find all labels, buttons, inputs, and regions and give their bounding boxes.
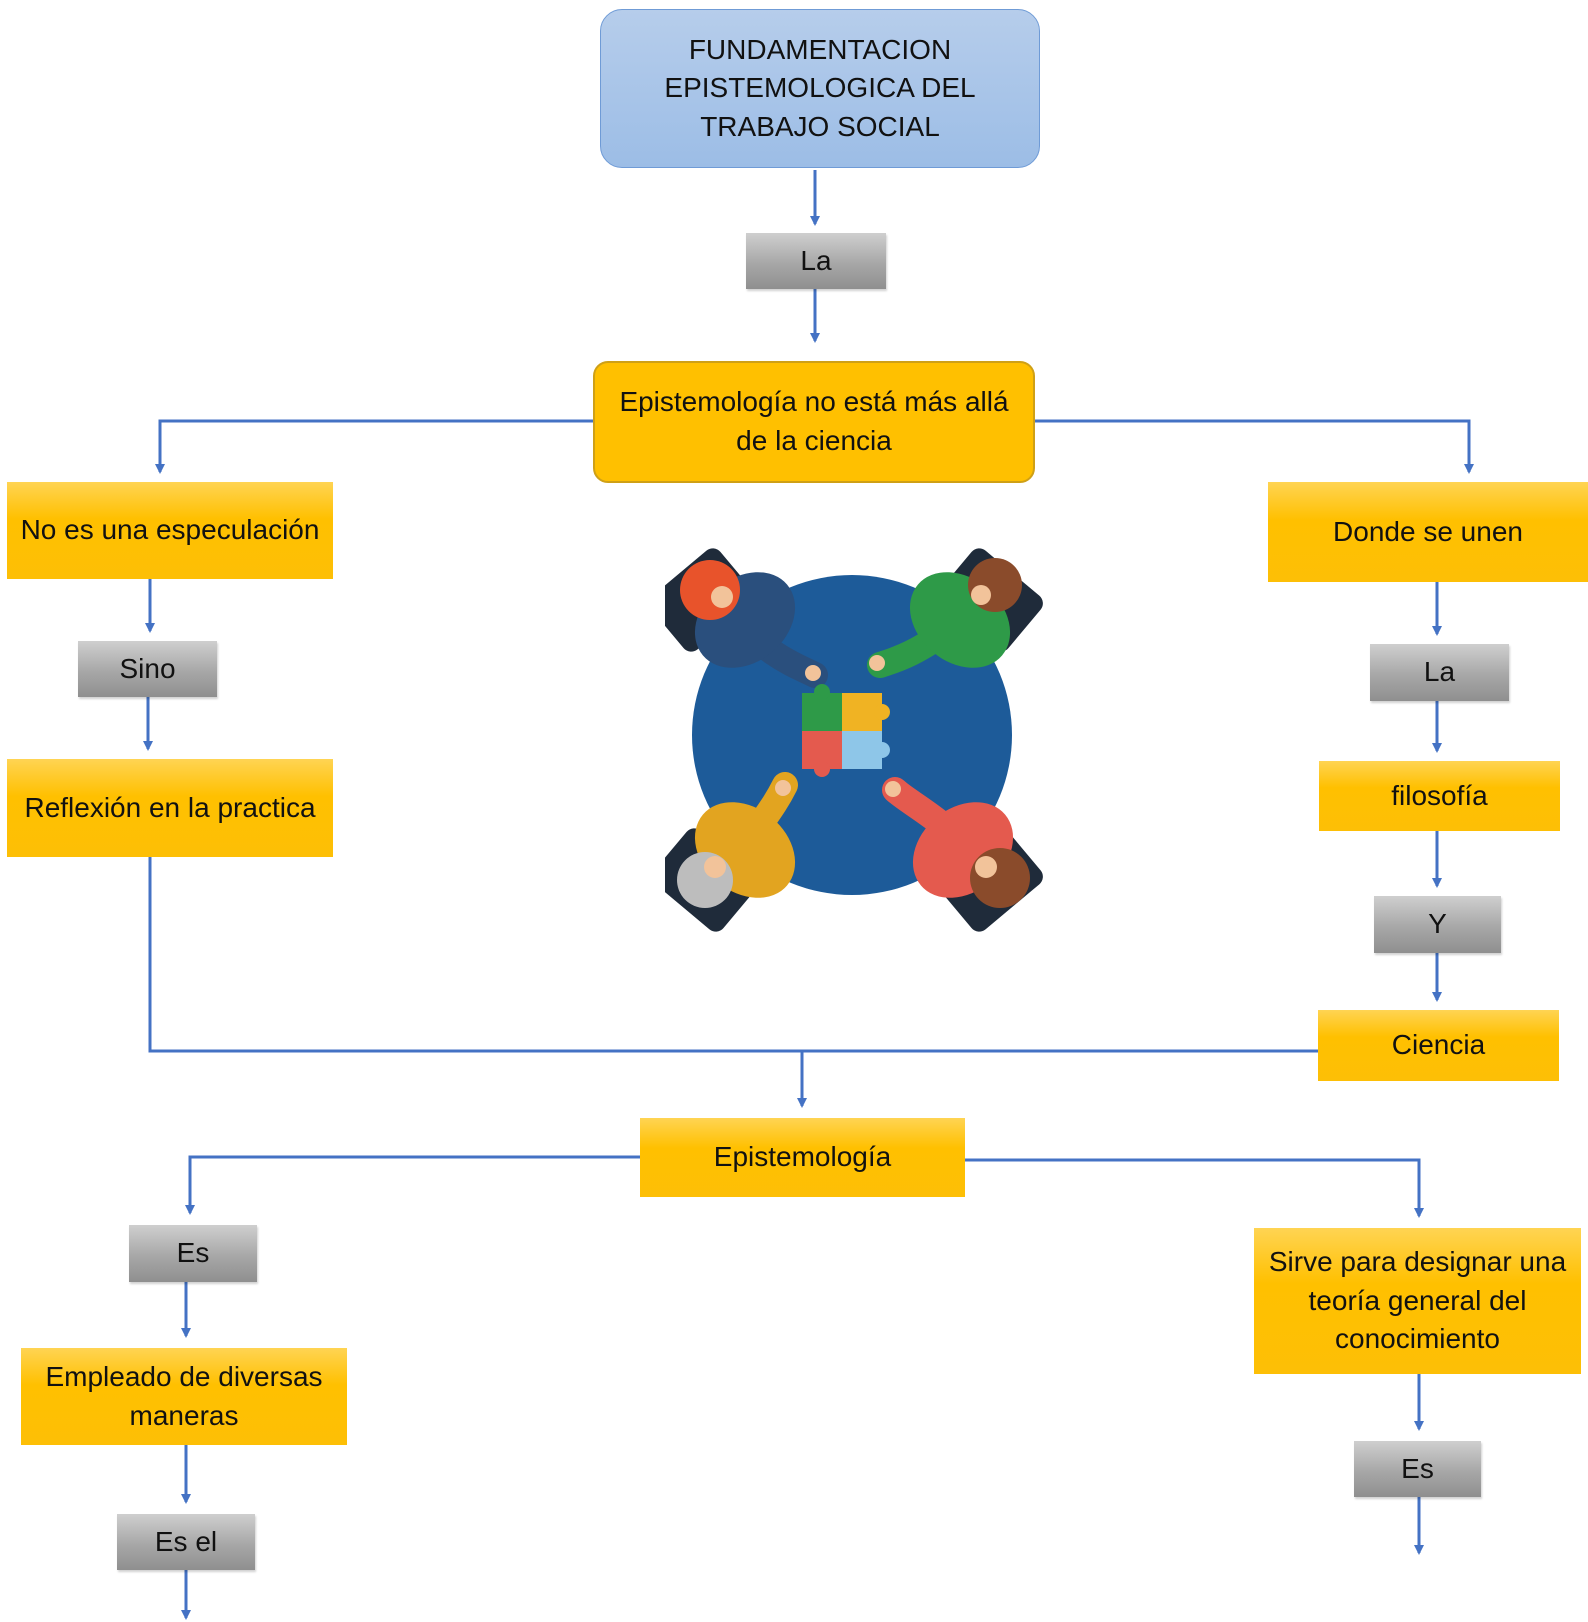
connector-word-y: Y (1374, 896, 1501, 953)
title-text: FUNDAMENTACION EPISTEMOLOGICA DEL TRABAJ… (664, 33, 976, 142)
es-el-text: Es el (154, 1525, 218, 1557)
es-left-text: Es (176, 1237, 210, 1269)
donde-text: Donde se unen (1333, 515, 1523, 547)
main-concept-node: Epistemología no está más allá de la cie… (593, 361, 1035, 483)
arrow-episte-to-sirve (965, 1158, 1424, 1218)
head-top-right (968, 558, 1022, 612)
no-es-node: No es una especulación (7, 482, 333, 579)
connector-word-es-right: Es (1354, 1441, 1481, 1497)
epistemologia-node: Epistemología (640, 1118, 965, 1197)
face-bottom-right (975, 856, 997, 878)
face-top-right (971, 585, 991, 605)
face-bottom-left (704, 856, 726, 878)
connector-word-la-top: La (746, 233, 886, 289)
sirve-node: Sirve para designar una teoría general d… (1254, 1228, 1581, 1374)
arrow-main-to-donde (1035, 419, 1474, 474)
head-top-left (680, 560, 740, 620)
empleado-text: Empleado de diversas maneras (45, 1360, 323, 1431)
connector-word-la-right: La (1370, 644, 1509, 701)
face-top-left (711, 586, 733, 608)
donde-node: Donde se unen (1268, 482, 1588, 582)
line-reflexion-merge (148, 857, 1318, 1053)
filosofia-text: filosofía (1391, 779, 1488, 811)
no-es-text: No es una especulación (20, 514, 320, 546)
ciencia-node: Ciencia (1318, 1010, 1559, 1081)
hand-top-left (805, 665, 821, 681)
la-right-text: La (1423, 656, 1456, 688)
head-bottom-right (970, 848, 1030, 908)
y-text: Y (1428, 908, 1447, 940)
connector-word-sino: Sino (78, 641, 217, 697)
connector-word-es-left: Es (129, 1225, 257, 1282)
hand-top-right (869, 655, 885, 671)
connector-word-es-el: Es el (117, 1514, 255, 1570)
title-node: FUNDAMENTACION EPISTEMOLOGICA DEL TRABAJ… (600, 9, 1040, 168)
hand-bottom-right (885, 781, 901, 797)
sino-text: Sino (119, 652, 176, 684)
main-concept-text: Epistemología no está más allá de la cie… (619, 386, 1009, 456)
people-puzzle-illustration (665, 548, 1043, 932)
es-right-text: Es (1401, 1452, 1434, 1484)
reflexion-node: Reflexión en la practica (7, 759, 333, 857)
epistemologia-text: Epistemología (713, 1141, 892, 1173)
arrow-main-to-no-es (155, 419, 593, 474)
la-top-text: La (800, 244, 832, 276)
filosofia-node: filosofía (1319, 761, 1560, 831)
arrow-episte-to-es-left (185, 1155, 640, 1215)
ciencia-text: Ciencia (1391, 1029, 1486, 1061)
reflexion-text: Reflexión en la practica (24, 791, 316, 823)
hand-bottom-left (775, 780, 791, 796)
sirve-text: Sirve para designar una teoría general d… (1268, 1246, 1567, 1355)
empleado-node: Empleado de diversas maneras (21, 1348, 347, 1445)
head-bottom-left (677, 852, 733, 908)
